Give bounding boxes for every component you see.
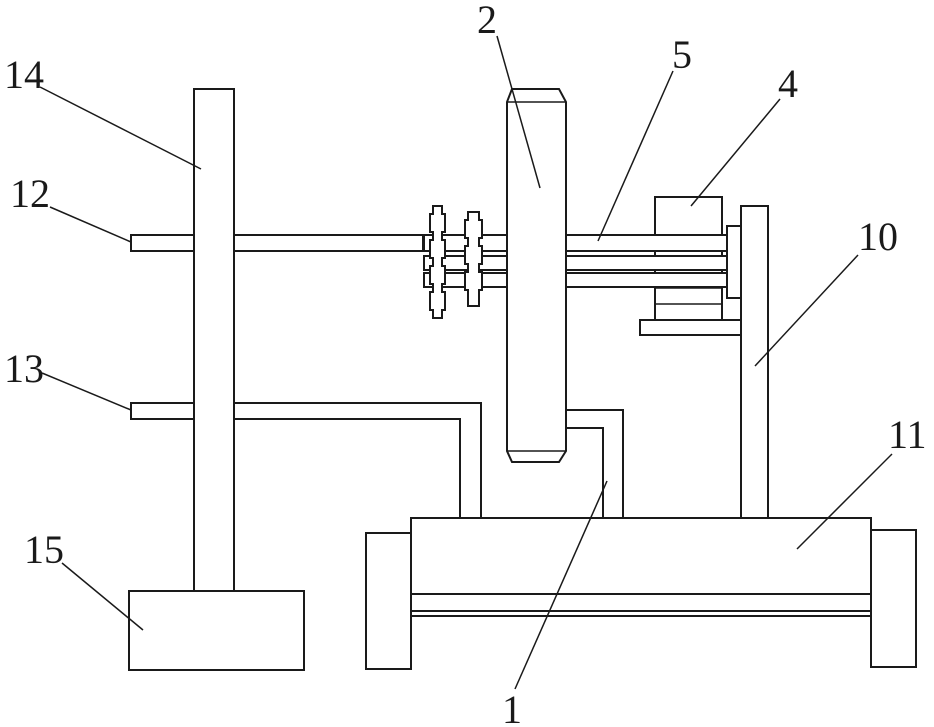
callout-13: 13: [4, 346, 44, 391]
upper-arm-left-stub: [131, 235, 194, 251]
motor-coupling: [727, 226, 741, 298]
callout-4: 4: [778, 61, 798, 106]
callout-10: 10: [858, 214, 898, 259]
grinding-disc: [507, 89, 566, 462]
left-wheel: [366, 533, 411, 669]
leader-4: [691, 99, 780, 206]
lower-pipe-inner: [234, 419, 460, 518]
callout-2: 2: [477, 0, 497, 42]
callout-14: 14: [4, 52, 44, 97]
support-post-body: [741, 206, 768, 518]
leader-12: [50, 207, 131, 242]
base-frame: [366, 518, 916, 669]
base-box: [411, 518, 871, 616]
leader-10: [755, 255, 858, 366]
callout-5: 5: [672, 32, 692, 77]
disc-pipe: [563, 410, 623, 518]
grinding-disc-body: [507, 89, 566, 462]
upper-arm: [131, 235, 423, 251]
callout-11: 11: [888, 412, 927, 457]
left-post-base: [129, 591, 304, 670]
lower-pipe-stub: [131, 403, 194, 419]
motor-bracket: [640, 320, 741, 335]
disc-pipe-outer: [563, 410, 623, 518]
lower-pipe: [131, 403, 481, 518]
support-post: [741, 206, 768, 518]
callout-12: 12: [10, 171, 50, 216]
callout-15: 15: [24, 527, 64, 572]
left-post-body: [194, 89, 234, 591]
gear-right: [465, 212, 482, 306]
lower-pipe-outer: [234, 403, 481, 518]
gear-left: [430, 206, 445, 318]
upper-arm-right: [234, 235, 423, 251]
leader-14: [40, 87, 201, 169]
right-wheel: [871, 530, 916, 667]
callout-1: 1: [502, 687, 522, 727]
left-post: [129, 89, 304, 670]
leader-13: [42, 373, 131, 410]
